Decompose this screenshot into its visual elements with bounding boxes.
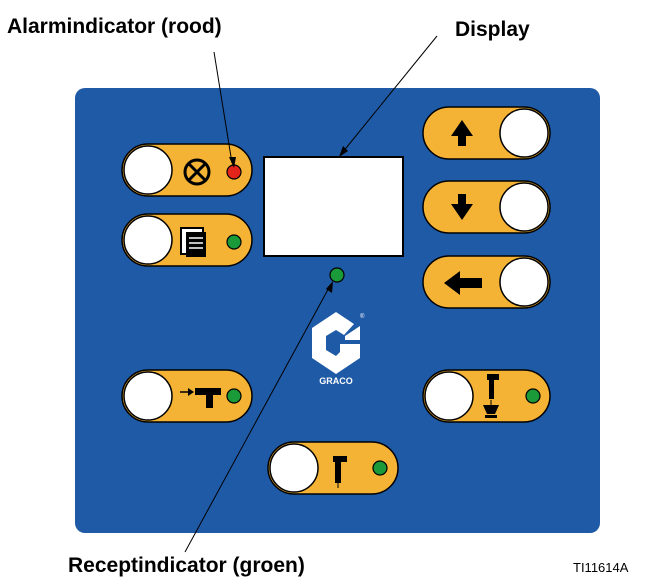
up-button[interactable] — [422, 106, 551, 160]
up-button-knob[interactable] — [499, 108, 549, 158]
document-icon — [180, 227, 206, 257]
gun-button[interactable] — [267, 441, 399, 495]
gun-button-knob[interactable] — [269, 443, 319, 493]
svg-text:®: ® — [360, 313, 365, 320]
enter-button[interactable] — [422, 255, 551, 309]
menu-indicator-led — [226, 234, 242, 250]
gun-icon — [333, 456, 347, 488]
display-leader-line — [341, 35, 438, 154]
spray-gun-icon — [180, 388, 221, 408]
receipt-leader-line — [184, 283, 332, 553]
gun-indicator-led — [372, 460, 388, 476]
alarm-button[interactable] — [121, 143, 253, 197]
alarm-leader-line — [213, 51, 233, 164]
display-leader-arrow — [339, 146, 348, 157]
spray-gun-button-knob[interactable] — [123, 371, 173, 421]
graco-logo: GRACO ® — [312, 312, 365, 386]
receipt-leader-arrow — [326, 281, 333, 293]
flush-button[interactable] — [422, 369, 551, 423]
graco-logo-text: GRACO — [319, 376, 353, 386]
arrow-up-icon — [451, 120, 473, 146]
menu-button[interactable] — [121, 213, 253, 267]
down-button-knob[interactable] — [499, 182, 549, 232]
arrow-down-icon — [451, 194, 473, 220]
flush-gun-icon — [483, 374, 499, 418]
display-callout: Display — [455, 18, 530, 41]
receipt-indicator-callout: Receptindicator (groen) — [68, 554, 305, 577]
alarm-indicator-callout: Alarmindicator (rood) — [7, 15, 222, 38]
alarm-leader-arrow — [229, 157, 236, 168]
spray-gun-indicator-led — [226, 388, 242, 404]
receipt-indicator-led — [329, 267, 345, 283]
spray-gun-button[interactable] — [121, 369, 253, 423]
flush-button-knob[interactable] — [424, 371, 474, 421]
display-screen — [263, 156, 404, 257]
reference-code: TI11614A — [573, 560, 629, 575]
flush-indicator-led — [525, 388, 541, 404]
leader-lines — [184, 35, 438, 553]
circle-x-icon — [183, 158, 211, 186]
menu-button-knob[interactable] — [123, 215, 173, 265]
arrow-left-icon — [444, 271, 482, 295]
alarm-button-knob[interactable] — [123, 145, 173, 195]
down-button[interactable] — [422, 180, 551, 234]
enter-button-knob[interactable] — [499, 257, 549, 307]
